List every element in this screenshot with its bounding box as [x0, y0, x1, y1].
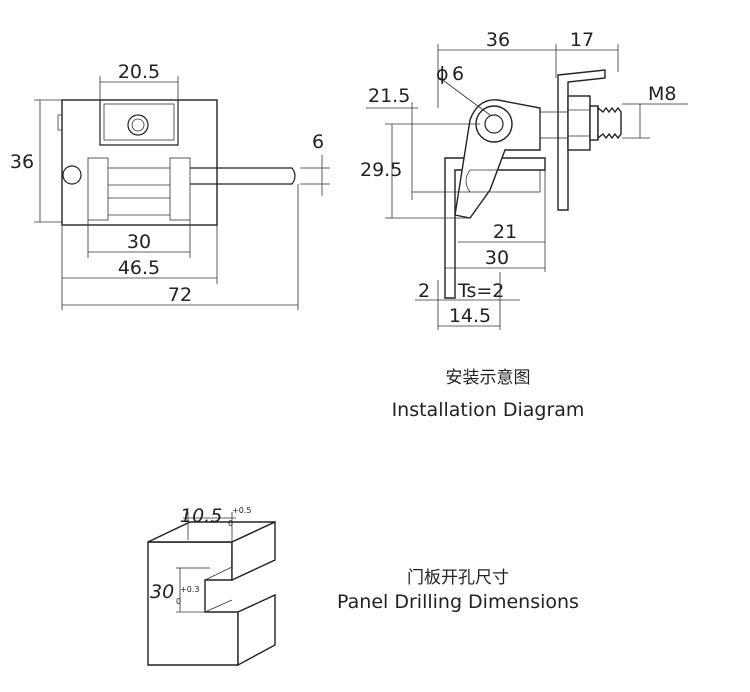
dim-2: 2 — [418, 280, 430, 302]
drilling-caption-en: Panel Drilling Dimensions — [337, 591, 579, 613]
dim-phi-6: 6 — [452, 63, 464, 85]
dim-m8: M8 — [648, 83, 676, 105]
dim-10-5: 10.5 — [180, 505, 222, 527]
lower-pin — [465, 169, 541, 193]
tol-height-upper: +0.3 — [180, 585, 199, 594]
dim-36-install: 36 — [486, 29, 510, 51]
hinge-knuckle — [475, 105, 513, 143]
installation-view: 36 17 ϕ 6 M8 21.5 29.5 21 30 2 Ts=2 — [360, 29, 688, 421]
tol-width-lower: 0 — [228, 519, 233, 528]
dim-30-drill: 30 — [150, 581, 174, 603]
screw-hole — [127, 114, 149, 136]
threaded-bolt — [597, 106, 622, 140]
front-view: 20.5 36 6 30 46.5 72 — [10, 61, 330, 310]
dim-21-5: 21.5 — [368, 85, 410, 107]
washer — [589, 105, 599, 141]
dim-17: 17 — [570, 29, 594, 51]
dim-ts: Ts=2 — [457, 280, 504, 302]
screw-hole-inner — [131, 118, 145, 132]
dim-46-5: 46.5 — [118, 257, 160, 279]
tol-width-upper: +0.5 — [232, 506, 251, 515]
dim-36-left: 36 — [10, 151, 34, 173]
pin-hole — [484, 114, 504, 134]
mounting-plate — [103, 103, 175, 141]
dim-20-5: 20.5 — [118, 61, 160, 83]
installation-caption-en: Installation Diagram — [392, 399, 585, 421]
dim-30-front: 30 — [127, 231, 151, 253]
dim-72: 72 — [168, 284, 192, 306]
knuckle-left — [87, 157, 109, 221]
dim-21-install: 21 — [493, 221, 517, 243]
dim-29-5: 29.5 — [360, 159, 402, 181]
top-recess — [99, 100, 179, 146]
door-panel — [444, 157, 546, 299]
hex-nut — [567, 95, 591, 151]
drilling-caption-cn: 门板开孔尺寸 — [407, 568, 509, 588]
hinge-leaf-body — [61, 99, 218, 226]
dim-14-5: 14.5 — [449, 305, 491, 327]
dim-6: 6 — [312, 131, 324, 153]
installation-caption-cn: 安装示意图 — [446, 368, 531, 388]
knuckle-right — [169, 157, 191, 221]
pin-head — [62, 165, 82, 185]
dim-30-install: 30 — [485, 247, 509, 269]
tol-height-lower: 0 — [176, 597, 181, 606]
panel-cutout-side-lower — [237, 593, 276, 667]
hinge-pin — [190, 167, 296, 185]
drilling-view: 10.5 +0.5 0 30 +0.3 0 门板开孔尺寸 Panel Drill… — [147, 505, 579, 667]
phi-symbol: ϕ — [436, 63, 449, 85]
